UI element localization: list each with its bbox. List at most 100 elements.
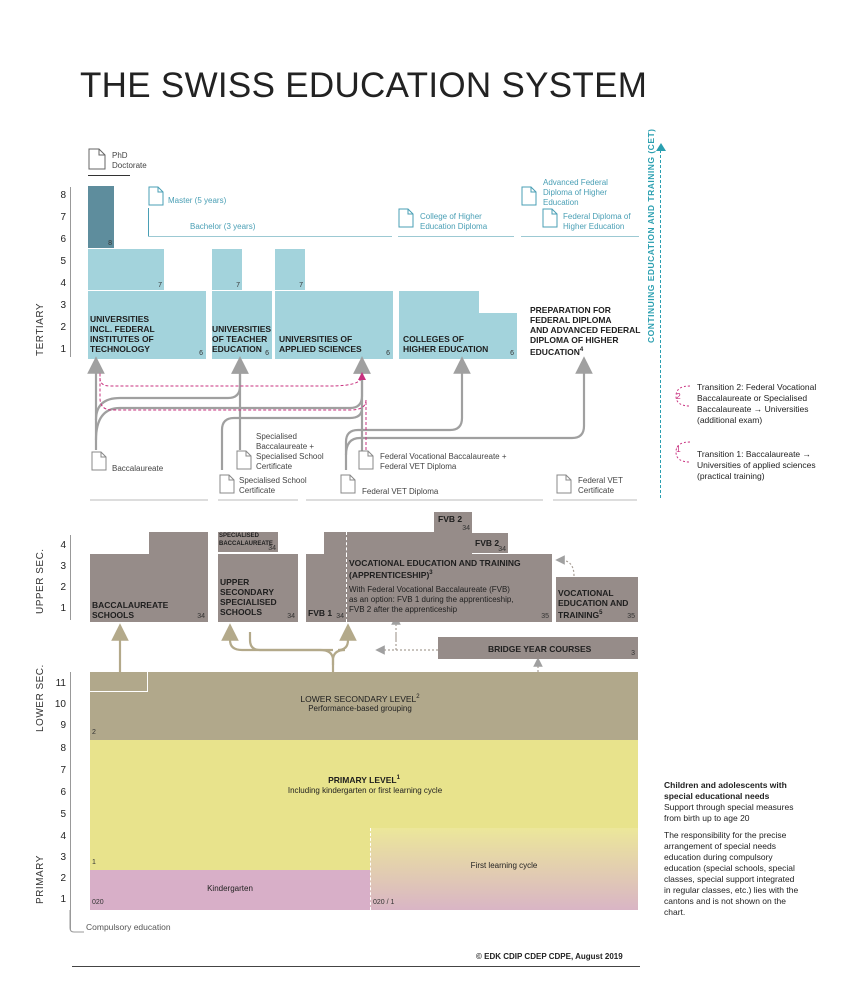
- spec-school-cert: Specialised School Certificate: [239, 476, 307, 495]
- kindergarten-block[interactable]: 020: [90, 870, 370, 910]
- fvb-vet-cert: Federal Vocational Baccalaureate + Feder…: [380, 452, 507, 471]
- lower-axis-11: 11: [55, 678, 66, 689]
- primary-lower-block: 1: [90, 828, 370, 870]
- preparation-label: PREPARATION FOR FEDERAL DIPLOMA AND ADVA…: [530, 305, 641, 357]
- fvb2a-block[interactable]: 34: [434, 512, 472, 532]
- lower-axis-line: [70, 672, 71, 740]
- special-needs-body: The responsibility for the precise arran…: [664, 830, 799, 917]
- copyright-footer: © EDK CDIP CDEP CDPE, August 2019: [476, 952, 623, 961]
- primary-axis-5: 5: [60, 809, 66, 820]
- document-icon: [148, 186, 164, 206]
- primary-sub: Including kindergarten or first learning…: [287, 786, 443, 795]
- college-line: [398, 236, 514, 237]
- primary-axis-1: 1: [60, 894, 66, 905]
- baccalaureate-schools-label: BACCALAUREATE SCHOOLS: [92, 600, 169, 620]
- kindergarten-label: Kindergarten: [207, 884, 253, 893]
- upper-axis-3: 3: [60, 561, 66, 572]
- baccalaureate-schools-block[interactable]: 34: [90, 554, 208, 622]
- upper-axis-line: [70, 535, 71, 620]
- master-line: [148, 208, 149, 236]
- bachelor-line: [148, 236, 392, 237]
- axis-1: 1: [60, 344, 66, 355]
- bridge-year-label: BRIDGE YEAR COURSES: [488, 644, 592, 654]
- transition-1-num: 1: [676, 444, 681, 454]
- phd-block: 8: [88, 186, 114, 248]
- fvb2a-label: FVB 2: [438, 514, 463, 524]
- primary-axis-8: 8: [60, 743, 66, 754]
- upper-axis-4: 4: [60, 540, 66, 551]
- applied-sciences-label: UNIVERSITIES OF APPLIED SCIENCES: [279, 334, 362, 354]
- spec-bacc-cert: Specialised Baccalaureate + Specialised …: [256, 432, 324, 471]
- colleges-block[interactable]: [399, 291, 479, 359]
- page-title: THE SWISS EDUCATION SYSTEM: [80, 66, 648, 105]
- vet-block[interactable]: 35: [346, 554, 552, 622]
- applied-sciences-block[interactable]: 6: [275, 291, 393, 359]
- voc-training-block[interactable]: 35: [556, 577, 638, 622]
- document-icon: [219, 474, 235, 494]
- upper-axis-2: 2: [60, 582, 66, 593]
- primary-axis-2: 2: [60, 873, 66, 884]
- upper-spec-schools-block[interactable]: 34: [218, 554, 298, 622]
- transition-1-text: Transition 1: Baccalaureate → Universiti…: [697, 449, 816, 481]
- spec-bacc-block[interactable]: 34: [218, 532, 278, 552]
- transition-2-text: Transition 2: Federal Vocational Baccala…: [697, 382, 817, 425]
- lower-secondary-block[interactable]: 2: [90, 672, 638, 740]
- phd-label: PhD Doctorate: [112, 151, 147, 170]
- document-icon: [88, 148, 106, 170]
- lower-axis-9: 9: [60, 720, 66, 731]
- fed-diploma-line: [521, 236, 639, 237]
- axis-5: 5: [60, 256, 66, 267]
- teacher-education-block[interactable]: 6: [212, 291, 272, 359]
- lower-secondary-title: LOWER SECONDARY LEVEL2: [300, 693, 420, 704]
- baccalaureate-cert: Baccalaureate: [112, 464, 164, 473]
- document-icon: [542, 208, 558, 228]
- fvb1-block[interactable]: 34: [306, 554, 346, 622]
- master-block-applied: 7: [275, 249, 305, 290]
- cet-arrow-icon: [656, 143, 666, 151]
- colleges-block-ext: 6: [479, 313, 517, 359]
- master-block-teacher: 7: [212, 249, 242, 290]
- special-needs-line: Support through special measures from bi…: [664, 802, 794, 823]
- master-label: Master (5 years): [168, 196, 227, 205]
- spec-bacc-label: SPECIALISED BACCALAUREATE: [219, 533, 273, 547]
- document-icon: [340, 474, 356, 494]
- master-block-universities: 7: [88, 249, 164, 290]
- tertiary-axis-line: [70, 187, 71, 357]
- primary-axis-7: 7: [60, 765, 66, 776]
- primary-axis-6: 6: [60, 787, 66, 798]
- fvb2b-block[interactable]: 34: [472, 533, 508, 553]
- lower-secondary-notch: [90, 672, 148, 692]
- upper-axis-1: 1: [60, 603, 66, 614]
- footer-rule: [72, 966, 640, 967]
- vet-title: VOCATIONAL EDUCATION AND TRAINING (APPRE…: [349, 558, 521, 580]
- phd-underline: [88, 175, 130, 176]
- fvb1-label: FVB 1: [308, 608, 333, 618]
- teacher-education-label: UNIVERSITIES OF TEACHER EDUCATION: [212, 324, 272, 354]
- axis-4: 4: [60, 278, 66, 289]
- document-icon: [556, 474, 572, 494]
- first-learning-cycle-block[interactable]: 020 / 1: [370, 828, 638, 910]
- lower-secondary-sub: Performance-based grouping: [308, 704, 412, 713]
- colleges-label: COLLEGES OF HIGHER EDUCATION: [403, 334, 489, 354]
- special-needs-heading: Children and adolescents with special ed…: [664, 780, 787, 801]
- vet-description: With Federal Vocational Baccalaureate (F…: [349, 585, 514, 614]
- axis-7: 7: [60, 212, 66, 223]
- transition-2-num: 2: [676, 391, 681, 401]
- baccalaureate-schools-top: [149, 532, 208, 555]
- fvb2b-label: FVB 2: [475, 538, 500, 548]
- fed-diploma-label: Federal Diploma of Higher Education: [563, 212, 631, 231]
- document-icon: [358, 450, 374, 470]
- primary-title: PRIMARY LEVEL1: [328, 774, 400, 785]
- lower-axis-10: 10: [54, 699, 66, 710]
- document-icon: [91, 451, 107, 471]
- universities-block[interactable]: 6: [88, 291, 206, 359]
- document-icon: [521, 186, 537, 206]
- primary-axis-3: 3: [60, 852, 66, 863]
- primary-axis-4: 4: [60, 831, 66, 842]
- vet-cert: Federal VET Certificate: [578, 476, 623, 495]
- upper-spec-schools-label: UPPER SECONDARY SPECIALISED SCHOOLS: [220, 577, 277, 617]
- bridge-year-block[interactable]: 3: [438, 637, 638, 659]
- document-icon: [236, 450, 252, 470]
- universities-label: UNIVERSITIES INCL. FEDERAL INSTITUTES OF…: [90, 314, 155, 354]
